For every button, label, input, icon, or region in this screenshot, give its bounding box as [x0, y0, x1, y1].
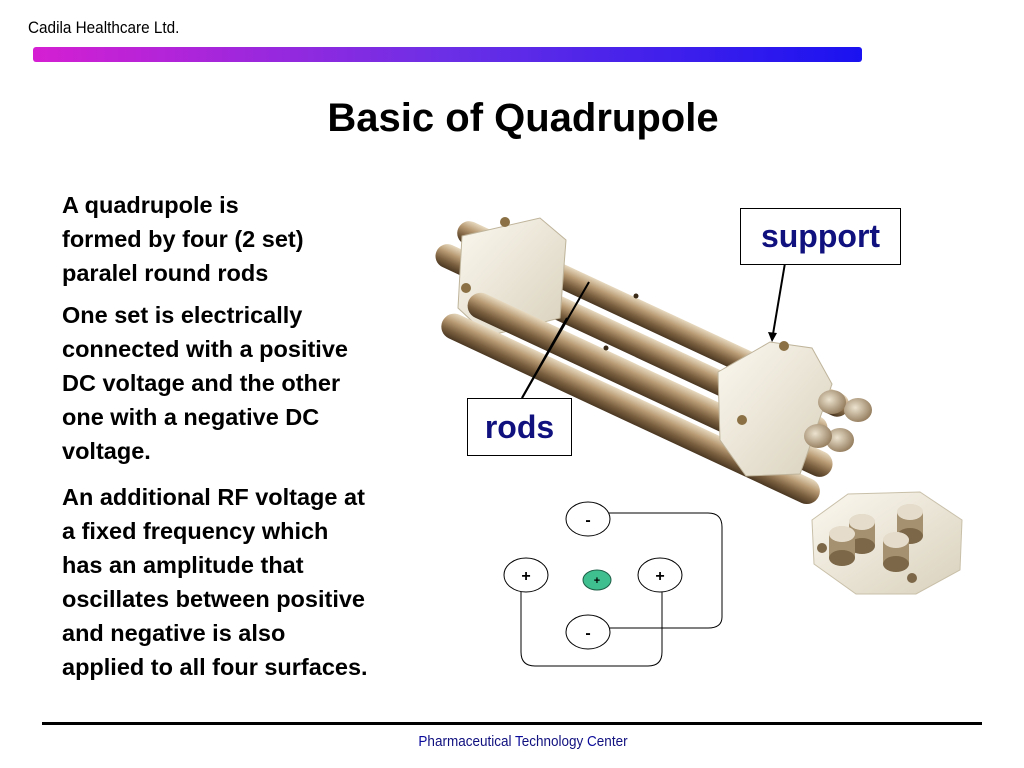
slide-title: Basic of Quadrupole — [327, 96, 719, 140]
electrode-bottom: - — [565, 614, 611, 650]
text-line: paralel round rods — [62, 260, 269, 286]
footer-part: harmaceutical — [427, 733, 515, 750]
text-line: has an amplitude that — [62, 552, 304, 578]
text-line: voltage. — [62, 438, 151, 464]
footer-part: C — [587, 733, 597, 750]
text-line: and negative is also — [62, 620, 286, 646]
electrode-circuit-diagram: - - + + + — [503, 501, 723, 667]
company-name: Cadila Healthcare Ltd. — [28, 18, 180, 37]
paragraph-3: An additional RF voltage at a fixed freq… — [62, 480, 368, 684]
text-line: a fixed frequency which — [62, 518, 329, 544]
footer-part: enter — [596, 733, 628, 750]
quadrupole-assembly-photo — [435, 217, 872, 505]
text-line: applied to all four surfaces. — [62, 654, 368, 680]
quadrupole-end-view-photo — [811, 491, 963, 595]
text-line: A quadrupole is — [62, 192, 239, 218]
header-gradient-bar — [33, 47, 862, 62]
text-line: DC voltage and the other — [62, 370, 341, 396]
rods-callout: rods — [467, 398, 572, 456]
electrode-right-label: + — [655, 568, 664, 585]
support-arrowhead — [768, 332, 777, 342]
footer-part: P — [418, 733, 428, 750]
text-line: connected with a positive — [62, 336, 348, 362]
footer-rule — [42, 722, 982, 725]
electrode-left: + — [503, 557, 549, 593]
electrode-top-label: - — [585, 512, 590, 529]
text-line: formed by four (2 set) — [62, 226, 304, 252]
electrode-left-label: + — [521, 568, 530, 585]
text-line: oscillates between positive — [62, 586, 365, 612]
callout-pointers — [521, 262, 786, 399]
text-line: one with a negative DC — [62, 404, 320, 430]
footer-text: Pharmaceutical Technology Center — [52, 733, 993, 750]
electrode-top: - — [565, 501, 611, 537]
paragraph-2: One set is electrically connected with a… — [62, 298, 348, 468]
ion-center-label: + — [594, 575, 600, 587]
text-line: An additional RF voltage at — [62, 484, 365, 510]
footer-part: T — [514, 733, 522, 750]
text-line: One set is electrically — [62, 302, 303, 328]
footer-part: echnology — [521, 733, 588, 750]
support-callout: support — [740, 208, 901, 265]
paragraph-1: A quadrupole is formed by four (2 set) p… — [62, 188, 304, 290]
electrode-bottom-label: - — [585, 625, 590, 642]
electrode-right: + — [637, 557, 683, 593]
ion-center: + — [582, 569, 612, 591]
